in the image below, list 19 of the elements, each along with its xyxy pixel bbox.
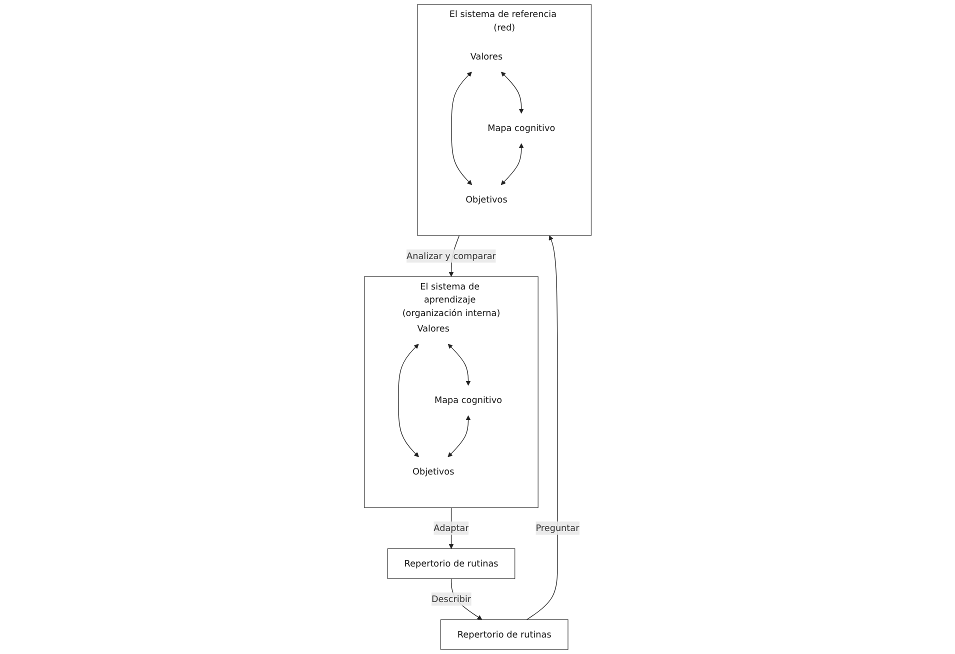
node-box: Repertorio de rutinas	[440, 619, 568, 650]
arrow	[526, 235, 558, 620]
node-text: Mapa cognitivo	[434, 394, 502, 406]
node-box: Repertorio de rutinas	[387, 548, 515, 579]
arrow	[500, 72, 524, 114]
edge-label: Analizar y comparar	[406, 250, 496, 262]
edge-label: Adaptar	[433, 522, 469, 534]
arrow	[500, 143, 524, 186]
arrow	[447, 415, 470, 458]
edge-label: Preguntar	[535, 522, 579, 534]
node-text: Valores	[470, 51, 502, 62]
node-text: Mapa cognitivo	[487, 122, 555, 134]
arrow	[448, 344, 470, 386]
arrow	[398, 344, 419, 458]
edge-label: Describir	[431, 594, 471, 604]
node-text: Objetivos	[465, 194, 508, 205]
node-text: Valores	[416, 323, 450, 334]
node-text: Objetivos	[412, 466, 454, 477]
arrow	[450, 72, 472, 186]
